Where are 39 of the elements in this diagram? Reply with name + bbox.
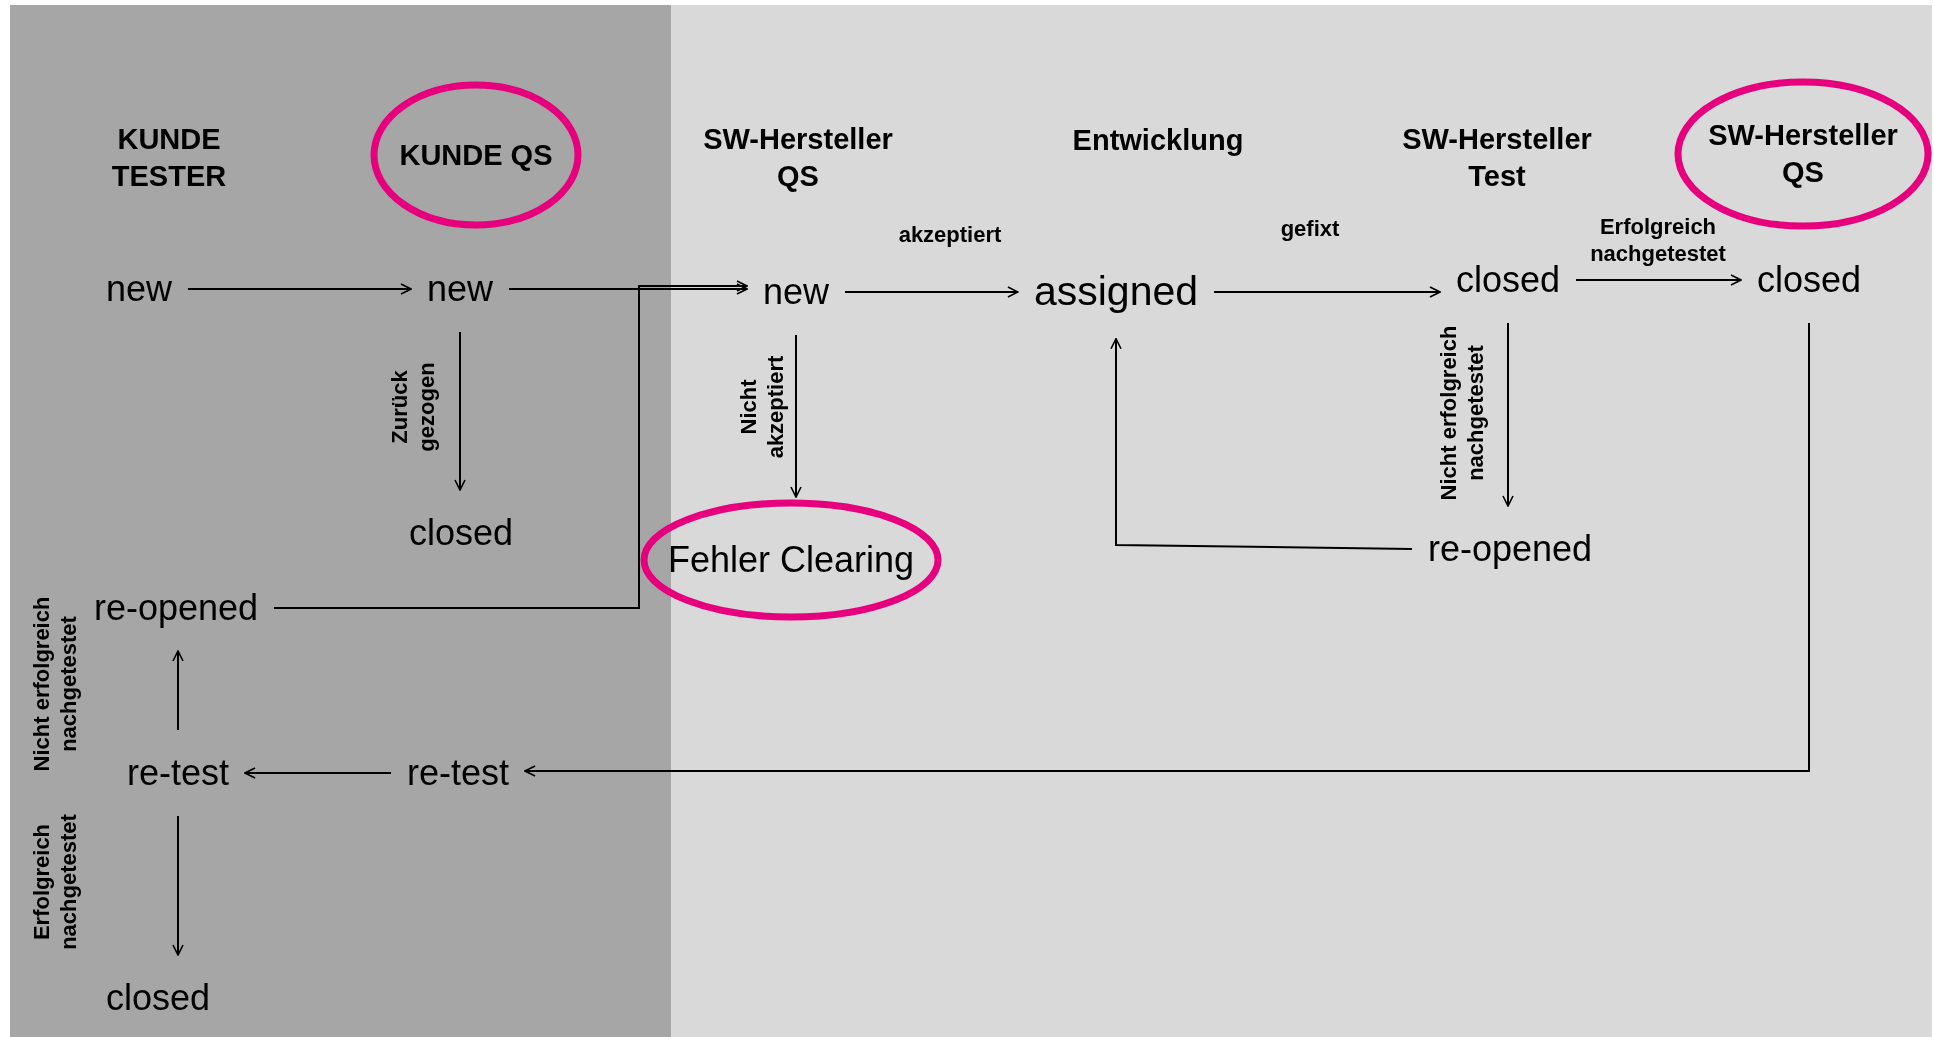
arrow bbox=[454, 331, 466, 491]
edge-label: Nicht erfolgreich nachgetestet bbox=[1435, 324, 1489, 503]
edge-label: Zurück gezogen bbox=[386, 361, 440, 454]
edge-label: gefixt bbox=[1279, 215, 1341, 242]
arrow bbox=[1502, 322, 1514, 507]
state-label: assigned bbox=[1033, 261, 1199, 323]
arrow bbox=[172, 650, 184, 731]
arrow bbox=[172, 815, 184, 956]
edge-label: Nicht akzeptiert bbox=[735, 354, 789, 461]
edge-label: Erfolgreich nachgetestet bbox=[28, 813, 82, 952]
arrow bbox=[1110, 337, 1413, 550]
state-label: re-opened bbox=[1427, 522, 1593, 576]
state-label: new bbox=[427, 262, 493, 316]
circled-lane-header: KUNDE QS bbox=[370, 81, 582, 229]
edge-label: Nicht erfolgreich nachgetestet bbox=[28, 595, 82, 774]
arrow bbox=[187, 283, 412, 295]
lane-header: KUNDE TESTER bbox=[110, 122, 228, 194]
lane-header: SW-Hersteller QS bbox=[702, 122, 894, 194]
state-label: re-test bbox=[407, 746, 509, 800]
arrow bbox=[790, 334, 802, 498]
circled-state: Fehler Clearing bbox=[640, 499, 942, 621]
arrow bbox=[244, 767, 392, 779]
edge-label: akzeptiert bbox=[897, 221, 1003, 248]
arrow bbox=[1575, 274, 1742, 286]
state-label: new bbox=[106, 262, 172, 316]
arrow bbox=[524, 322, 1810, 777]
lane-header: SW-Hersteller Test bbox=[1401, 122, 1593, 194]
arrow bbox=[273, 280, 748, 609]
state-label: re-test bbox=[127, 746, 229, 800]
arrow bbox=[508, 283, 748, 295]
arrow bbox=[844, 286, 1019, 298]
state-label: re-opened bbox=[93, 581, 259, 635]
state-label: closed bbox=[1455, 253, 1561, 307]
arrow bbox=[1213, 286, 1441, 298]
lane-header: Entwicklung bbox=[1071, 122, 1245, 158]
state-label: closed bbox=[408, 506, 514, 560]
state-label: closed bbox=[105, 971, 211, 1025]
state-label: new bbox=[763, 265, 829, 319]
state-label: closed bbox=[1756, 253, 1862, 307]
